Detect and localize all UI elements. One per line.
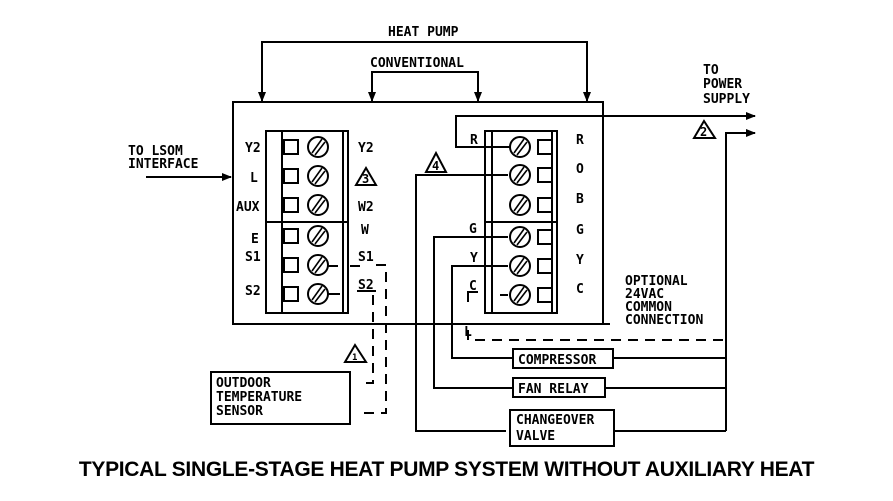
conventional-bracket: CONVENTIONAL — [368, 56, 482, 102]
svg-text:OPTIONAL: OPTIONAL — [625, 274, 688, 289]
terminal-label: R — [576, 133, 584, 148]
lsom-label-1: TO LSOM — [128, 144, 183, 159]
lsom-interface: TO LSOM INTERFACE — [128, 144, 232, 181]
terminal-tab — [283, 286, 299, 302]
terminal-screw-icon — [509, 255, 531, 277]
power-supply-label: TO POWER SUPPLY — [703, 63, 750, 107]
terminal-screw-icon — [307, 136, 329, 158]
svg-text:POWER: POWER — [703, 77, 742, 92]
heat-pump-label: HEAT PUMP — [388, 25, 459, 40]
terminal-screw-icon — [307, 283, 329, 305]
terminal-label: W — [361, 223, 369, 238]
svg-text:1: 1 — [352, 353, 357, 363]
optional-common-dashed — [467, 330, 726, 341]
terminal-label: C — [576, 282, 584, 297]
outdoor-temperature-sensor-box: OUTDOOR TEMPERATURE SENSOR — [210, 371, 351, 425]
terminal-label: S2 — [245, 284, 261, 299]
svg-text:TO: TO — [703, 63, 719, 78]
terminal-screw-icon — [307, 225, 329, 247]
terminal-label: Y2 — [245, 141, 261, 156]
terminal-tab — [537, 258, 553, 274]
terminal-screw-icon — [307, 194, 329, 216]
heat-pump-bracket: HEAT PUMP — [258, 25, 591, 102]
diagram-caption: TYPICAL SINGLE-STAGE HEAT PUMP SYSTEM WI… — [78, 458, 815, 481]
terminal-label: S1 — [358, 250, 374, 265]
common-return-wire — [725, 129, 756, 431]
svg-text:SENSOR: SENSOR — [216, 404, 263, 419]
terminal-screw-icon — [307, 254, 329, 276]
terminal-label: G — [469, 222, 477, 237]
note-1-triangle: 1 — [343, 343, 368, 363]
terminal-label: S1 — [245, 250, 261, 265]
svg-text:CONNECTION: CONNECTION — [625, 313, 703, 328]
terminal-tab — [283, 228, 299, 244]
terminal-tab — [283, 197, 299, 213]
terminal-tab — [537, 229, 553, 245]
terminal-screw-icon — [509, 194, 531, 216]
terminal-label: R — [470, 133, 478, 148]
note-3-triangle: 3 — [354, 166, 378, 186]
lsom-label-2: INTERFACE — [128, 157, 198, 172]
svg-text:FAN RELAY: FAN RELAY — [518, 382, 589, 397]
fan-relay-box: FAN RELAY — [512, 377, 606, 398]
o-wire — [415, 174, 508, 432]
r-wire — [455, 112, 756, 148]
terminal-screw-icon — [509, 284, 531, 306]
svg-text:2: 2 — [700, 125, 707, 139]
svg-text:SUPPLY: SUPPLY — [703, 92, 750, 107]
right-terminal-block: R G Y C R O B G Y C 4 — [424, 130, 584, 314]
svg-text:TEMPERATURE: TEMPERATURE — [216, 390, 302, 405]
terminal-label: AUX — [236, 200, 260, 215]
terminal-label: Y — [576, 253, 584, 268]
left-terminal-block: Y2 L AUX E S1 S2 Y2 3 W2 W S1 S2 — [236, 130, 378, 314]
terminal-label: Y — [470, 251, 478, 266]
conventional-label: CONVENTIONAL — [370, 56, 464, 71]
g-wire — [433, 236, 512, 389]
terminal-tab — [283, 257, 299, 273]
svg-text:COMPRESSOR: COMPRESSOR — [518, 353, 596, 368]
terminal-label: O — [576, 162, 584, 177]
terminal-tab — [537, 197, 553, 213]
terminal-label: G — [576, 223, 584, 238]
terminal-tab — [283, 168, 299, 184]
terminal-screw-icon — [509, 164, 531, 186]
terminal-screw-icon — [307, 165, 329, 187]
compressor-box: COMPRESSOR — [512, 348, 614, 369]
svg-text:OUTDOOR: OUTDOOR — [216, 376, 271, 391]
terminal-tab — [283, 139, 299, 155]
terminal-label: L — [464, 325, 472, 340]
terminal-label: B — [576, 192, 584, 207]
terminal-label: C — [469, 279, 477, 294]
svg-text:3: 3 — [362, 172, 369, 186]
terminal-label: W2 — [358, 200, 374, 215]
terminal-label: S2 — [358, 278, 374, 293]
terminal-tab — [537, 287, 553, 303]
optional-common-label: OPTIONAL 24VAC COMMON CONNECTION — [625, 274, 703, 328]
y-wire — [451, 265, 512, 359]
terminal-label: Y2 — [358, 141, 374, 156]
terminal-label: E — [251, 232, 259, 247]
terminal-screw-icon — [509, 136, 531, 158]
note-2-triangle: 2 — [692, 119, 717, 139]
changeover-valve-box: CHANGEOVER VALVE — [509, 409, 615, 447]
terminal-tab — [537, 167, 553, 183]
svg-text:COMMON: COMMON — [625, 300, 672, 315]
svg-text:24VAC: 24VAC — [625, 287, 664, 302]
terminal-screw-icon — [509, 226, 531, 248]
terminal-tab — [537, 139, 553, 155]
svg-text:VALVE: VALVE — [516, 429, 555, 444]
terminal-label: L — [250, 171, 258, 186]
note-4-triangle: 4 — [424, 150, 448, 173]
svg-text:CHANGEOVER: CHANGEOVER — [516, 413, 594, 428]
svg-text:4: 4 — [432, 159, 439, 173]
